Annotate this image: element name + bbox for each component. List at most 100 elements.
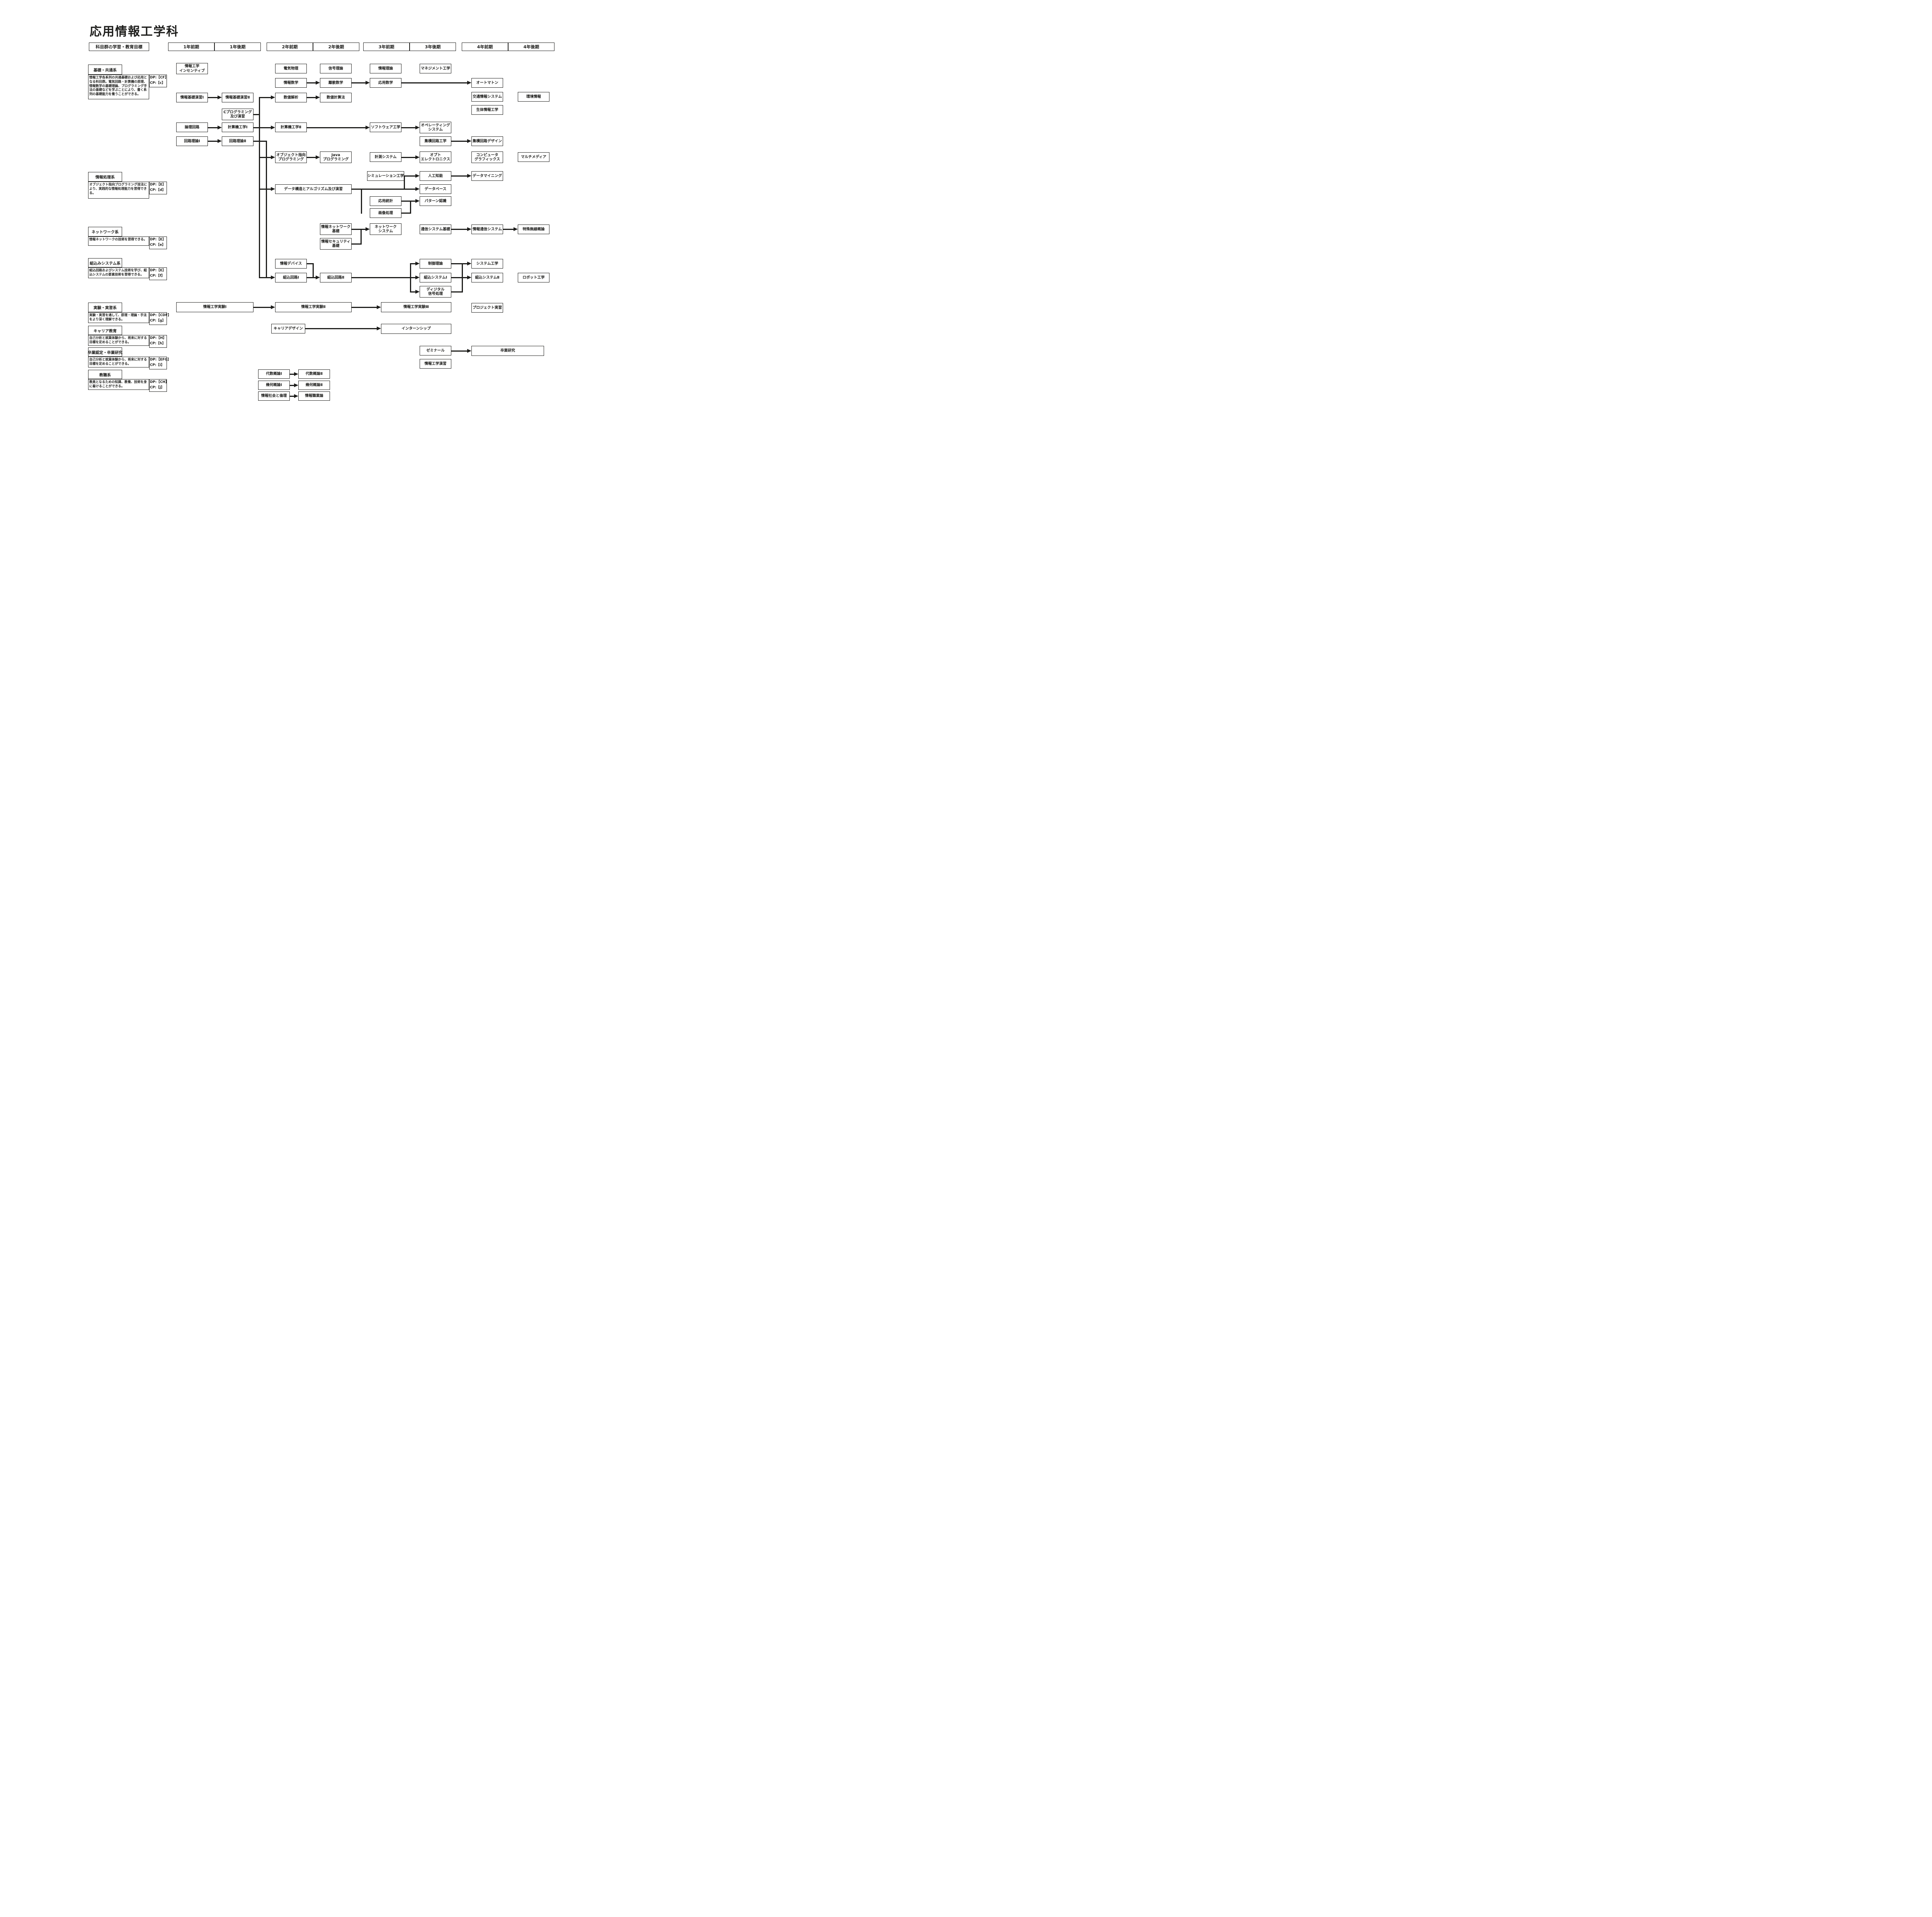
category-dpcp-career-education: DP:【H】CP:【h】 xyxy=(149,335,167,348)
arrowhead-icon-27 xyxy=(271,95,275,99)
course-geometry-1: 幾何概論Ⅰ xyxy=(258,381,290,390)
course-information-engineering-incentive: 情報工学インセンティブ xyxy=(176,63,208,74)
course-label: インセンティブ xyxy=(179,68,205,73)
course-special-radio-theory: 特殊無線概論 xyxy=(518,225,549,234)
arrow-shaft-30 xyxy=(259,277,272,278)
cp-code: CP:【f】 xyxy=(150,274,165,278)
course-label: 情報基礎演習Ⅰ xyxy=(180,95,204,100)
semester-header-2: 1年後期 xyxy=(214,43,261,51)
arrow-shaft-27 xyxy=(259,97,272,98)
arrow-shaft-19 xyxy=(253,306,272,308)
arrowhead-icon-7 xyxy=(271,125,275,129)
arrowhead-icon-3 xyxy=(366,80,370,85)
course-embedded-systems-1: 組込システムⅠ xyxy=(420,273,451,282)
arrow-shaft-12 xyxy=(307,156,317,158)
arrowhead-icon-6 xyxy=(218,125,222,129)
course-label: 信号処理 xyxy=(428,292,443,296)
course-label: 論理回路 xyxy=(184,125,199,129)
arrowhead-icon-2 xyxy=(316,80,320,85)
arrowhead-icon-4 xyxy=(467,80,471,85)
arrow-shaft-34 xyxy=(410,277,417,278)
course-basic-informatics-practice-2: 情報基礎演習Ⅱ xyxy=(222,93,253,102)
category-label-graduation: 卒業認定・卒業研究 xyxy=(88,347,122,357)
course-systems-engineering: システム工学 xyxy=(471,259,503,269)
connector-segment-3 xyxy=(253,140,267,142)
arrowhead-icon-8 xyxy=(218,139,222,143)
course-label: 情報理論 xyxy=(378,66,393,71)
course-label: 幾何概論Ⅰ xyxy=(266,383,282,388)
connector-segment-4 xyxy=(265,140,267,278)
course-optoelectronics: オプトエレクトロニクス xyxy=(420,151,451,163)
course-computer-engineering-1: 計算機工学Ⅰ xyxy=(222,122,253,132)
course-circuit-theory-2: 回路理論Ⅱ xyxy=(222,136,253,146)
course-experiment-3: 情報工学実験Ⅲ xyxy=(381,302,451,312)
course-label: 人工知能 xyxy=(428,173,443,178)
course-multimedia: マルチメディア xyxy=(518,152,549,162)
arrow-shaft-31 xyxy=(352,188,417,190)
arrowhead-icon-11 xyxy=(467,139,471,143)
cp-code: CP:【h】 xyxy=(150,342,166,346)
page-title: 応用情報工学科 xyxy=(90,25,179,39)
course-label: 回路理論Ⅰ xyxy=(184,139,200,143)
course-label: 信号理論 xyxy=(328,66,343,71)
connector-segment-15 xyxy=(451,263,463,264)
category-dpcp-experiment-practice: DP:【CDF】CP:【g】 xyxy=(149,312,171,325)
arrowhead-icon-13 xyxy=(415,155,420,159)
arrow-shaft-13 xyxy=(401,156,417,158)
category-dpcp-information-processing: DP:【E】CP:【d】 xyxy=(149,182,167,194)
arrowhead-icon-26 xyxy=(366,227,370,231)
arrow-shaft-35 xyxy=(410,291,417,293)
arrow-shaft-21 xyxy=(305,328,378,329)
course-label: システム xyxy=(378,229,393,233)
course-information-theory: 情報理論 xyxy=(370,64,401,73)
course-information-devices: 情報デバイス xyxy=(275,259,307,269)
course-label: 代数概論Ⅱ xyxy=(305,372,323,376)
course-numerical-analysis: 数値解析 xyxy=(275,93,307,102)
course-label: インターンシップ xyxy=(401,327,431,331)
course-label: システム xyxy=(428,128,443,132)
course-label: コンピュータ xyxy=(476,153,498,157)
connector-segment-8 xyxy=(410,200,411,214)
dp-code: DP:【CDF】 xyxy=(150,313,171,317)
course-computer-engineering-2: 計算機工学Ⅱ xyxy=(275,122,307,132)
semester-header-3: 2年前期 xyxy=(267,43,313,51)
course-label: システム工学 xyxy=(476,261,498,266)
dp-code: DP:【CH】 xyxy=(150,380,169,384)
dp-code: DP:【E】 xyxy=(150,269,166,272)
semester-header-1: 1年前期 xyxy=(168,43,214,51)
course-software-engineering: ソフトウェア工学 xyxy=(370,122,401,132)
course-label: オブジェクト指向 xyxy=(276,153,306,157)
course-applied-statistics: 応用統計 xyxy=(370,196,401,206)
connector-segment-16 xyxy=(451,277,463,278)
cp-code: CP:【d】 xyxy=(150,188,166,192)
course-label: 計算機工学Ⅱ xyxy=(281,125,301,129)
course-label: 離散数学 xyxy=(328,80,343,85)
connector-segment-12 xyxy=(312,263,314,278)
course-data-mining: データマイニング xyxy=(471,171,503,181)
course-label: Java xyxy=(331,153,340,157)
category-dpcp-teaching: DP:【CH】CP:【j】 xyxy=(149,379,169,392)
arrowhead-icon-32 xyxy=(415,173,420,178)
course-simulation-engineering: シミュレーション工学 xyxy=(367,171,404,181)
category-description-career-education: 自己分析と就業体験から、将来に対する目標を定めることができる。 xyxy=(88,335,149,346)
arrowhead-icon-35 xyxy=(415,289,420,294)
category-label-experiment-practice: 実験・実習系 xyxy=(88,303,122,312)
course-label: プログラミング xyxy=(278,157,304,162)
category-description-information-processing: オブジェクト指向プログラミング技法により、実践的な情報処理能力を習得できる。 xyxy=(88,182,149,199)
course-information-security-basics: 情報セキュリティ基礎 xyxy=(320,238,352,250)
course-integrated-circuit-engineering: 集積回路工学 xyxy=(420,136,451,146)
course-label: 情報数学 xyxy=(283,80,298,85)
course-label: ネットワーク xyxy=(374,225,397,229)
course-embedded-circuits-2: 組込回路Ⅱ xyxy=(320,273,352,282)
semester-header-6: 3年後期 xyxy=(410,43,456,51)
arrowhead-icon-24 xyxy=(294,383,298,387)
arrow-shaft-11 xyxy=(451,140,468,142)
course-label: キャリアデザイン xyxy=(273,326,303,331)
course-career-design: キャリアデザイン xyxy=(271,324,305,333)
course-label: 集積回路デザイン xyxy=(472,139,502,143)
arrow-shaft-2 xyxy=(307,82,317,83)
course-label: 応用統計 xyxy=(378,199,393,203)
arrow-shaft-14 xyxy=(451,175,468,177)
category-description-embedded-systems: 組込回路およびシステム技術を学び、組込システムの要素技術を習得できる。 xyxy=(88,267,149,278)
